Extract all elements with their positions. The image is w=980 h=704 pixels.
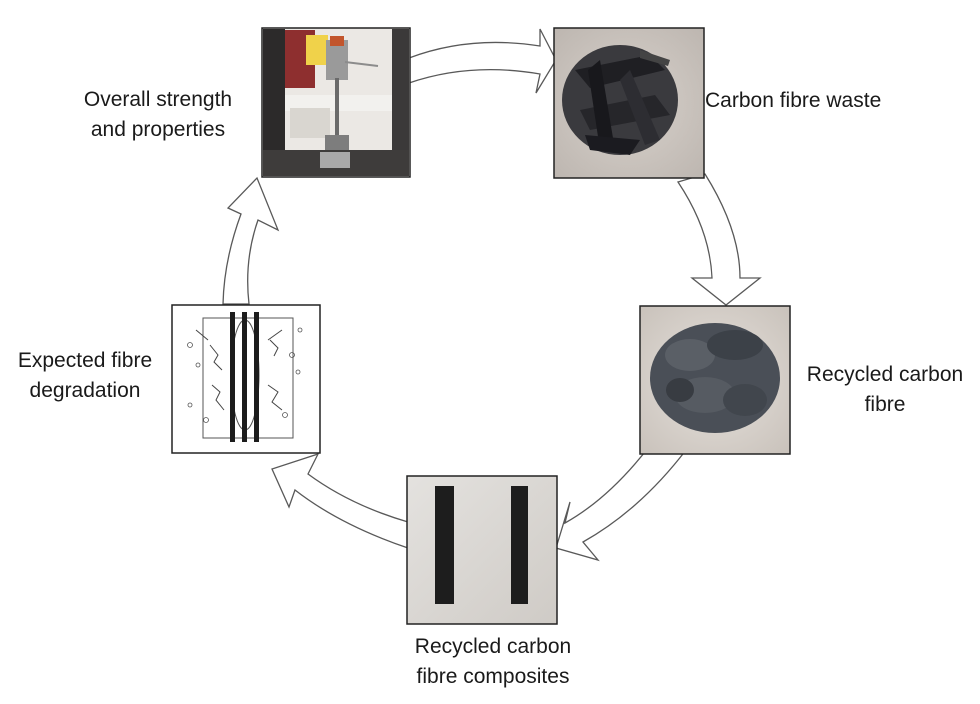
label-line: Recycled carbon xyxy=(806,363,964,386)
label-line: Expected fibre xyxy=(17,349,153,372)
arrow-waste-to-rcf xyxy=(676,173,762,306)
label-overall-strength: Overall strength and properties xyxy=(58,85,258,145)
label-recycled-carbon-fibre: Recycled carbon fibre xyxy=(795,360,975,420)
fibre-degradation-sketch xyxy=(171,304,321,454)
label-line: fibre xyxy=(864,393,906,416)
arrow-rcf-to-rcfc xyxy=(555,431,687,562)
label-expected-fibre-degradation: Expected fibre degradation xyxy=(0,346,170,406)
carbon-fibre-waste-photo xyxy=(553,27,705,179)
label-line: Overall strength xyxy=(83,88,233,111)
arrow-degradation-to-strength xyxy=(222,176,280,305)
arrow-rcfc-to-degradation xyxy=(271,452,409,549)
label-line: degradation xyxy=(29,379,141,402)
arrow-strength-to-waste xyxy=(408,28,557,94)
recycled-carbon-fibre-composites-photo xyxy=(406,475,558,625)
recycled-carbon-fibre-photo xyxy=(639,305,791,455)
label-carbon-fibre-waste: Carbon fibre waste xyxy=(705,86,915,116)
label-line: fibre composites xyxy=(416,665,570,688)
label-line: Recycled carbon xyxy=(414,635,572,658)
label-recycled-carbon-fibre-composites: Recycled carbon fibre composites xyxy=(388,632,598,692)
label-line: Carbon fibre waste xyxy=(705,89,882,112)
label-line: and properties xyxy=(90,118,226,141)
tensile-test-photo xyxy=(261,27,411,178)
